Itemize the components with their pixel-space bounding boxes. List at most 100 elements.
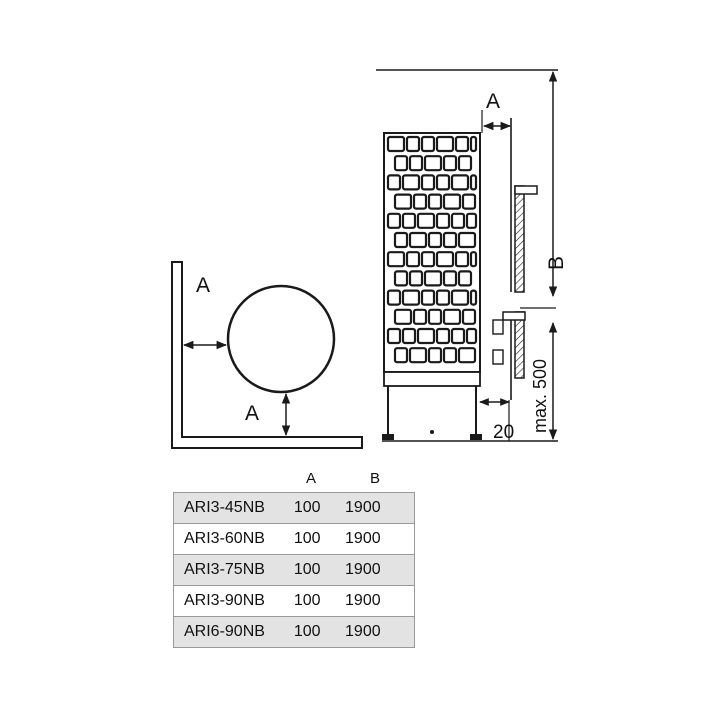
stone — [420, 135, 436, 153]
stone — [469, 289, 478, 306]
model-cell: ARI3-45NB — [173, 492, 294, 524]
a-cell: 100 — [293, 492, 346, 524]
stone — [427, 347, 443, 364]
stone — [405, 135, 421, 153]
stone — [393, 347, 409, 364]
stone — [435, 212, 451, 229]
stone — [427, 193, 443, 210]
heater-drain — [430, 430, 434, 434]
stone — [442, 231, 458, 249]
sensor-unit — [514, 311, 525, 379]
stone — [420, 174, 436, 191]
stone — [386, 135, 406, 153]
table-row: ARI3-90NB 100 1900 — [173, 585, 415, 617]
stone — [405, 251, 421, 268]
stone — [401, 327, 417, 345]
stone — [465, 212, 478, 229]
stone — [408, 231, 428, 249]
model-cell: ARI3-90NB — [173, 585, 294, 617]
stone — [442, 270, 458, 287]
b-cell: 1900 — [345, 585, 415, 617]
stone — [461, 308, 477, 325]
label-b: B — [545, 256, 568, 270]
stone — [457, 155, 473, 172]
stone — [454, 135, 470, 153]
control-unit-cap — [514, 185, 538, 195]
stone — [408, 270, 424, 287]
control-unit — [514, 185, 525, 293]
model-cell: ARI3-60NB — [173, 523, 294, 555]
label-a-side: A — [196, 274, 210, 297]
stone — [393, 193, 413, 210]
a-cell: 100 — [293, 616, 346, 648]
stone — [393, 155, 409, 172]
stone — [420, 251, 436, 268]
stone — [442, 347, 458, 364]
stone — [442, 155, 458, 172]
stone — [423, 155, 443, 172]
stone — [393, 270, 409, 287]
stone — [401, 212, 417, 229]
label-max-500: max. 500 — [530, 359, 550, 433]
stone — [450, 212, 466, 229]
column-header-b: B — [370, 470, 381, 487]
side-view: A 20 B max. 500 — [376, 69, 568, 443]
stone — [469, 174, 478, 191]
column-header-a: A — [306, 470, 317, 487]
sensor-cap — [502, 311, 526, 321]
stone — [412, 193, 428, 210]
stone — [442, 308, 462, 325]
stone — [408, 155, 424, 172]
stone — [386, 289, 402, 306]
stone — [450, 174, 470, 191]
b-cell: 1900 — [345, 616, 415, 648]
stone — [450, 327, 466, 345]
a-cell: 100 — [293, 585, 346, 617]
b-cell: 1900 — [345, 523, 415, 555]
b-cell: 1900 — [345, 554, 415, 586]
stone — [469, 251, 478, 268]
table-row: ARI3-60NB 100 1900 — [173, 523, 415, 555]
stone — [461, 193, 477, 210]
stone — [435, 327, 451, 345]
top-view: A A — [171, 261, 363, 449]
stone — [427, 231, 443, 249]
label-20: 20 — [493, 422, 514, 443]
model-cell: ARI3-75NB — [173, 554, 294, 586]
stone — [465, 327, 478, 345]
stone — [416, 327, 436, 345]
stone — [386, 251, 406, 268]
stone-pattern — [386, 135, 478, 364]
heater-foot-left — [382, 434, 394, 440]
stone — [423, 270, 443, 287]
stone — [427, 308, 443, 325]
stone — [386, 212, 402, 229]
a-cell: 100 — [293, 523, 346, 555]
spacer-block-2 — [492, 349, 504, 365]
stone — [435, 251, 455, 268]
heater-circle — [226, 284, 336, 394]
stone — [412, 308, 428, 325]
stone — [457, 231, 477, 249]
stone — [450, 289, 470, 306]
stone — [435, 289, 451, 306]
table-row: ARI6-90NB 100 1900 — [173, 616, 415, 648]
stone — [454, 251, 470, 268]
stone — [435, 135, 455, 153]
stone — [469, 135, 478, 153]
stone — [393, 231, 409, 249]
heater-foot-right — [470, 434, 482, 440]
table-row: ARI3-75NB 100 1900 — [173, 554, 415, 586]
stone — [420, 289, 436, 306]
stone — [401, 174, 421, 191]
model-cell: ARI6-90NB — [173, 616, 294, 648]
stone — [442, 193, 462, 210]
stone — [386, 327, 402, 345]
stone — [416, 212, 436, 229]
label-a-bottom: A — [245, 402, 259, 425]
b-cell: 1900 — [345, 492, 415, 524]
stone — [457, 270, 473, 287]
stone — [393, 308, 413, 325]
stone — [457, 347, 477, 364]
